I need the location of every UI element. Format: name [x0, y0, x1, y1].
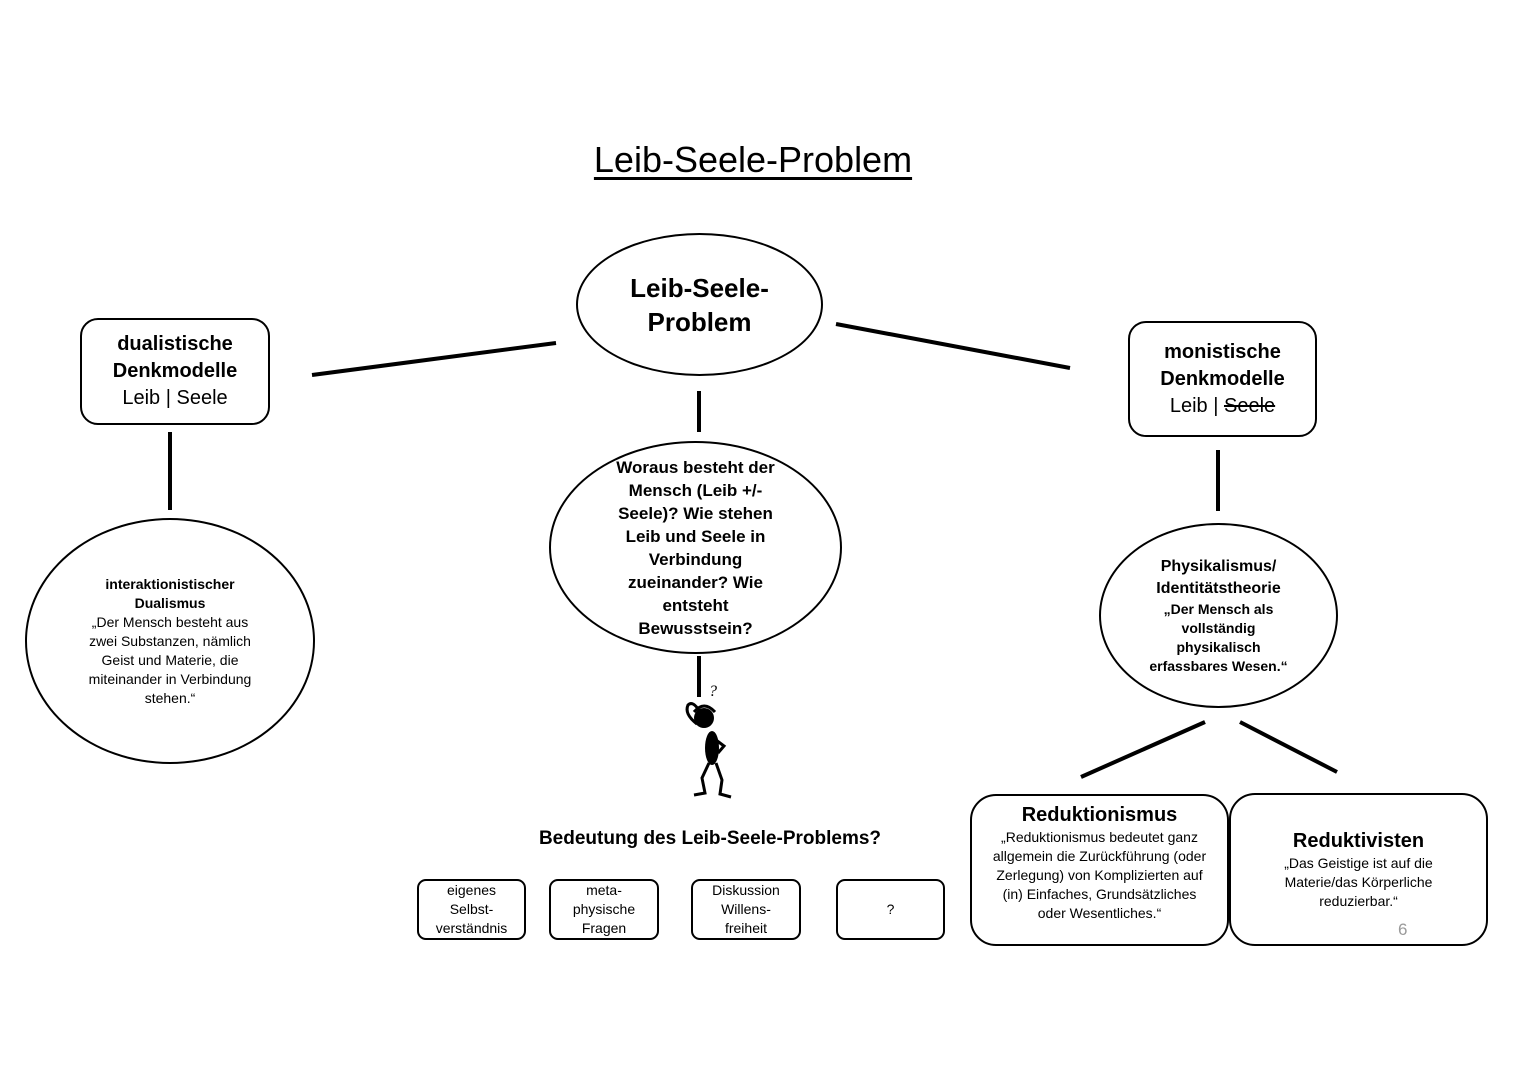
dualistic-seele: Seele	[176, 387, 228, 409]
monistic-seele-struck: Seele	[1223, 394, 1276, 417]
question-node-text: Woraus besteht der Mensch (Leib +/- Seel…	[616, 457, 775, 638]
question-node: Woraus besteht der Mensch (Leib +/- Seel…	[549, 441, 842, 654]
connector-physikalismus-reduktionismus	[1080, 720, 1206, 779]
reductivists-quote: „Das Geistige ist auf die Materie/das Kö…	[1284, 855, 1433, 909]
interactionist-dualism-quote: „Der Mensch besteht aus zwei Substanzen,…	[88, 613, 252, 706]
reductivists-box: Reduktivisten „Das Geistige ist auf die …	[1229, 793, 1488, 946]
reductionism-title: Reduktionismus	[1021, 804, 1178, 826]
bedeutung-item-free-will: Diskussion Willens- freiheit	[691, 879, 801, 940]
dualistic-models-box: dualistische Denkmodelle Leib | Seele	[80, 318, 270, 425]
connector-center-left	[311, 341, 557, 377]
monistic-separator: |	[1213, 394, 1219, 417]
reductionism-quote: „Reduktionismus bedeutet ganz allgemein …	[992, 829, 1207, 921]
physicalism-title: Physikalismus/ Identitätstheorie	[1156, 557, 1281, 597]
figure-question-mark: ?	[709, 683, 717, 700]
physicalism-quote: „Der Mensch als vollständig physikalisch…	[1149, 600, 1288, 674]
bedeutung-heading: Bedeutung des Leib-Seele-Problems?	[538, 828, 882, 849]
interactionist-dualism-node: interaktionistischer Dualismus „Der Mens…	[25, 518, 315, 764]
connector-physikalismus-reduktivisten	[1239, 720, 1338, 774]
page-title: Leib-Seele-Problem	[593, 139, 913, 180]
bedeutung-item-metaphysics: meta- physische Fragen	[549, 879, 659, 940]
physicalism-node: Physikalismus/ Identitätstheorie „Der Me…	[1099, 523, 1338, 708]
connector-center-right	[835, 322, 1071, 370]
reductionism-box: Reduktionismus „Reduktionismus bedeutet …	[970, 794, 1229, 946]
bedeutung-item-self-understanding: eigenes Selbst- verständnis	[417, 879, 526, 940]
bedeutung-item-unknown: ?	[836, 879, 945, 940]
reductivists-title: Reduktivisten	[1292, 830, 1425, 852]
monistic-leib-seele: Leib | Seele	[1170, 393, 1275, 420]
dualistic-leib: Leib	[122, 387, 161, 409]
dualistic-models-title: dualistische Denkmodelle	[112, 333, 238, 382]
dualistic-separator: |	[165, 387, 171, 409]
thinking-figure-icon	[685, 702, 732, 799]
dualistic-leib-seele: Leib | Seele	[122, 385, 227, 412]
monistic-models-box: monistische Denkmodelle Leib | Seele	[1128, 321, 1317, 437]
monistic-models-title: monistische Denkmodelle	[1160, 340, 1285, 390]
center-node-label: Leib-Seele- Problem	[630, 272, 769, 337]
monistic-leib: Leib	[1169, 394, 1208, 417]
page-number: 6	[1398, 920, 1408, 939]
center-node: Leib-Seele- Problem	[576, 233, 823, 376]
interactionist-dualism-title: interaktionistischer Dualismus	[105, 575, 235, 611]
